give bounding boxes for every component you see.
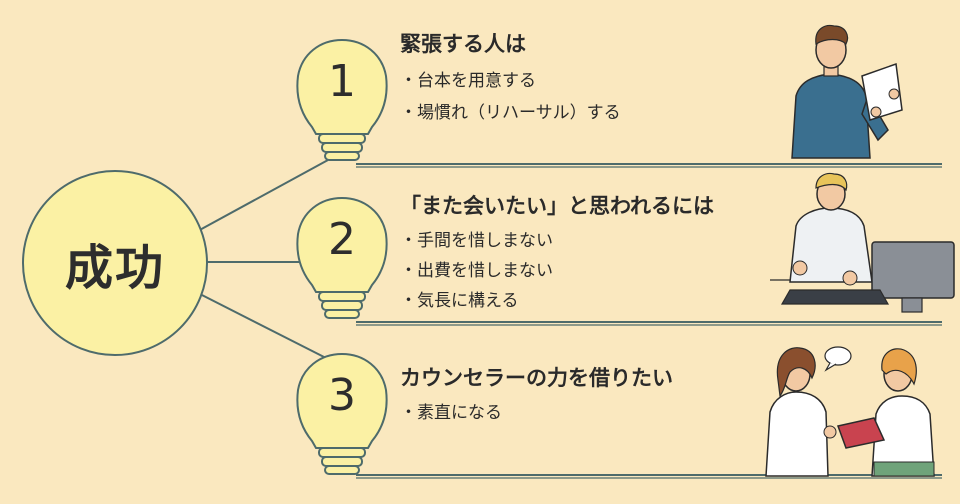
speech-bubble-icon (824, 346, 852, 372)
list-item: ・台本を用意する (400, 71, 536, 91)
person-typing-at-computer-icon (770, 172, 955, 313)
branch-title: 「また会いたい」と思われるには (400, 194, 714, 218)
lightbulb-icon (296, 352, 388, 475)
underline-2 (356, 321, 942, 326)
hub-label: 成功 (64, 240, 165, 296)
branch-title: カウンセラーの力を借りたい (400, 366, 673, 390)
two-women-consulting-icon (765, 347, 935, 477)
connector-1 (195, 159, 329, 233)
underline-1 (356, 163, 942, 168)
list-item: ・気長に構える (400, 291, 519, 311)
branch-title: 緊張する人は (400, 32, 526, 56)
person-reading-script-icon (791, 24, 903, 159)
underline-3 (356, 474, 942, 479)
branch-number: 2 (328, 214, 356, 265)
lightbulb-icon (296, 38, 388, 161)
list-item: ・場慣れ（リハーサル）する (400, 103, 621, 123)
list-item: ・手間を惜しまない (400, 231, 553, 251)
branch-number: 3 (328, 370, 356, 421)
connector-3 (195, 291, 327, 359)
list-item: ・出費を惜しまない (400, 261, 553, 281)
lightbulb-icon (296, 196, 388, 319)
branch-number: 1 (328, 56, 356, 107)
list-item: ・素直になる (400, 403, 502, 423)
hub-circle: 成功 (22, 170, 208, 356)
